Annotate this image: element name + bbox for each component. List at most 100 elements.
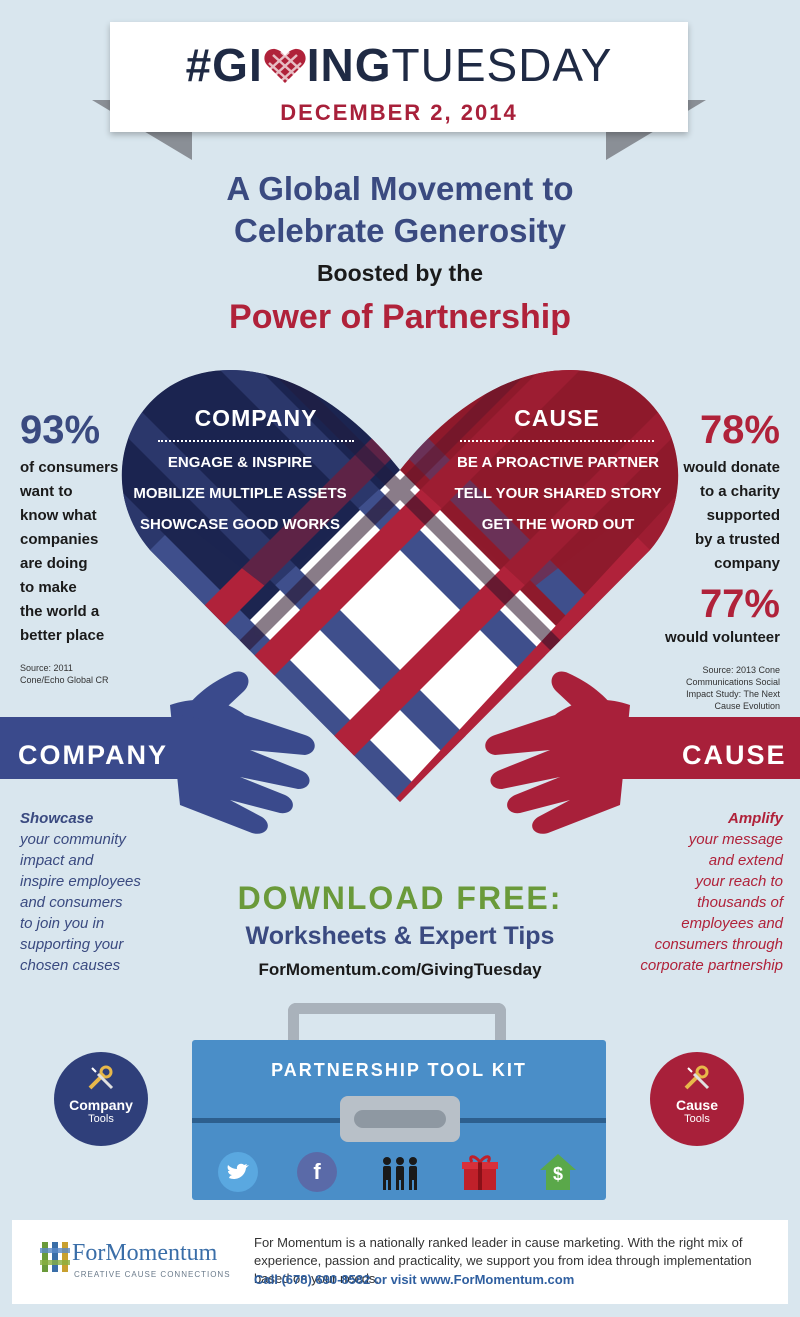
twitter-icon[interactable] bbox=[218, 1152, 258, 1192]
cause-desc-line: thousands of bbox=[697, 894, 783, 911]
wrench-screwdriver-icon bbox=[88, 1065, 114, 1090]
logo-prefix: #GI bbox=[185, 39, 263, 91]
logo-giving-suffix: ING bbox=[306, 39, 392, 91]
cause-hand-icon bbox=[485, 671, 800, 834]
heart-cause-item: TELL YOUR SHARED STORY bbox=[454, 485, 662, 502]
stat-right-desc2: would volunteer bbox=[640, 626, 780, 650]
cause-desc-line: corporate partnership bbox=[640, 957, 783, 974]
heart-cause-items: BE A PROACTIVE PARTNER TELL YOUR SHARED … bbox=[438, 447, 678, 540]
stat-line: companies bbox=[20, 531, 99, 548]
stat-line: are doing bbox=[20, 555, 88, 572]
heart-company-item: SHOWCASE GOOD WORKS bbox=[139, 516, 340, 533]
stat-line: by a trusted bbox=[694, 531, 780, 548]
company-desc-line: chosen causes bbox=[20, 957, 121, 974]
source-line: Cone/Echo Global CR bbox=[20, 675, 109, 685]
stat-77-percent: 77% bbox=[699, 582, 780, 626]
company-tools-title: Company bbox=[69, 1097, 133, 1113]
download-title: DOWNLOAD FREE: bbox=[237, 880, 563, 916]
event-date: DECEMBER 2, 2014 bbox=[280, 100, 518, 125]
stat-left-desc: of consumers want to know what companies… bbox=[20, 456, 130, 648]
footer-description: For Momentum is a nationally ranked lead… bbox=[254, 1235, 752, 1286]
source-line: Impact Study: The Next bbox=[686, 689, 780, 699]
stat-line: know what bbox=[20, 507, 97, 524]
formomentum-logo[interactable]: ForMomentum bbox=[72, 1240, 218, 1266]
cause-desc-line: Amplify bbox=[727, 810, 783, 827]
heart-cause-item: BE A PROACTIVE PARTNER bbox=[457, 454, 659, 471]
toolbox-handle bbox=[288, 1003, 506, 1058]
headline-line1: A Global Movement to bbox=[226, 170, 574, 207]
dotted-divider bbox=[158, 440, 354, 442]
company-desc-line: inspire employees bbox=[20, 873, 141, 890]
toolkit-title: PARTNERSHIP TOOL KIT bbox=[271, 1060, 527, 1080]
company-desc-line: Showcase bbox=[20, 810, 94, 827]
hands-graphic bbox=[0, 671, 800, 834]
footer: ForMomentum CREATIVE CAUSE CONNECTIONS F… bbox=[12, 1220, 788, 1304]
stat-line: of consumers bbox=[20, 459, 119, 476]
wrench-screwdriver-icon bbox=[684, 1065, 710, 1090]
gift-icon[interactable] bbox=[460, 1152, 500, 1192]
heart-company-item: ENGAGE & INSPIRE bbox=[167, 454, 313, 471]
people-icon[interactable] bbox=[378, 1152, 418, 1192]
stat-line: would donate bbox=[683, 459, 780, 476]
formomentum-logo-icon bbox=[40, 1242, 70, 1272]
download-subtitle: Worksheets & Expert Tips bbox=[245, 922, 555, 950]
stat-line: supported bbox=[706, 507, 780, 524]
stat-right-source: Source: 2013 Cone Communications Social … bbox=[640, 664, 780, 712]
headline-line2: Celebrate Generosity bbox=[234, 212, 566, 249]
stat-line: want to bbox=[20, 483, 73, 500]
stat-line: to make bbox=[20, 579, 77, 596]
stat-left: 93% of consumers want to know what compa… bbox=[20, 408, 130, 686]
heart-company-title: COMPANY bbox=[194, 405, 318, 431]
boosted-text: Boosted by the bbox=[316, 260, 484, 286]
company-desc-line: your community bbox=[20, 831, 126, 848]
facebook-icon[interactable]: f bbox=[297, 1152, 337, 1192]
cause-desc-line: consumers through bbox=[654, 936, 783, 953]
company-tools-sub: Tools bbox=[88, 1113, 114, 1125]
company-tools-badge[interactable]: Company Tools bbox=[54, 1052, 148, 1146]
stat-line: the world a bbox=[20, 603, 100, 620]
cause-tools-badge[interactable]: Cause Tools bbox=[650, 1052, 744, 1146]
source-line: Cause Evolution bbox=[714, 701, 780, 711]
stat-93-percent: 93% bbox=[20, 408, 101, 452]
headline: A Global Movement to Celebrate Generosit… bbox=[0, 168, 800, 252]
toolbox-latch bbox=[340, 1096, 460, 1142]
source-line: Source: 2011 bbox=[20, 663, 73, 673]
giving-tuesday-logo: #GI INGTUESDAY bbox=[110, 38, 688, 92]
title-banner: #GI INGTUESDAY DECEMBER 2, 2014 bbox=[110, 22, 688, 132]
stat-line: to a charity bbox=[699, 483, 780, 500]
heart-cause-item: GET THE WORD OUT bbox=[481, 516, 635, 533]
company-desc-line: to join you in bbox=[20, 915, 105, 932]
company-desc-line: supporting your bbox=[20, 936, 124, 953]
heart-cause-title: CAUSE bbox=[514, 405, 600, 431]
cause-desc-line: your reach to bbox=[695, 873, 783, 890]
download-link[interactable]: ForMomentum.com/GivingTuesday bbox=[258, 960, 542, 979]
company-hand-icon bbox=[0, 671, 315, 834]
cause-desc-line: and extend bbox=[708, 852, 783, 869]
heart-cause-block: CAUSE bbox=[452, 405, 662, 452]
company-description: Showcase your community impact and inspi… bbox=[20, 808, 180, 976]
formomentum-tagline: CREATIVE CAUSE CONNECTIONS bbox=[74, 1270, 231, 1279]
cause-band-label: CAUSE bbox=[682, 740, 787, 770]
stat-right: 78% would donate to a charity supported … bbox=[640, 408, 780, 712]
stat-line: would volunteer bbox=[664, 629, 780, 646]
cause-desc-line: employees and bbox=[681, 915, 783, 932]
banner-area: #GI INGTUESDAY DECEMBER 2, 2014 bbox=[0, 0, 800, 170]
heart-company-item: MOBILIZE MULTIPLE ASSETS bbox=[133, 485, 347, 502]
dotted-divider bbox=[460, 440, 654, 442]
heart-company-items: ENGAGE & INSPIRE MOBILIZE MULTIPLE ASSET… bbox=[120, 447, 360, 540]
stat-line: company bbox=[714, 555, 780, 572]
heart-logo-icon bbox=[264, 48, 306, 83]
cause-tools-title: Cause bbox=[675, 1097, 719, 1113]
logo-tuesday: TUESDAY bbox=[391, 39, 613, 91]
stat-right-desc1: would donate to a charity supported by a… bbox=[640, 456, 780, 576]
power-of-partnership: Power of Partnership bbox=[229, 298, 571, 336]
dollar-glyph: $ bbox=[552, 1164, 563, 1184]
dollar-house-icon[interactable]: $ bbox=[538, 1152, 578, 1192]
company-desc-line: and consumers bbox=[20, 894, 123, 911]
source-line: Communications Social bbox=[685, 677, 780, 687]
footer-contact[interactable]: Call (678) 690-8582 or visit www.ForMome… bbox=[254, 1272, 575, 1287]
partnership-toolbox: PARTNERSHIP TOOL KIT f $ bbox=[192, 1040, 606, 1200]
latch-slot bbox=[354, 1110, 446, 1128]
cause-desc-line: your message bbox=[688, 831, 783, 848]
stat-line: better place bbox=[20, 627, 105, 644]
